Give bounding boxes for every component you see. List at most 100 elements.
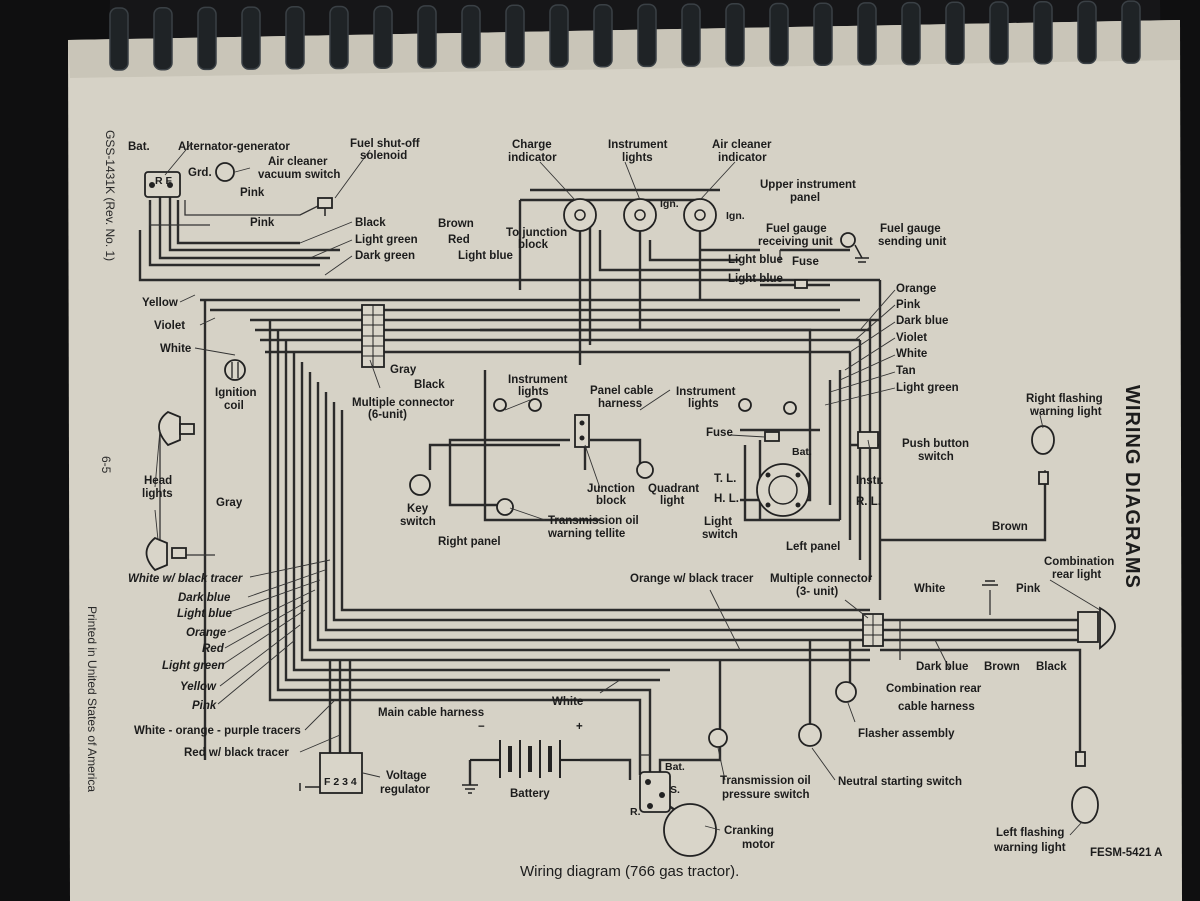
label-dark-green-top: Dark green [355,250,415,262]
label-panel-cable-1: Panel cable [590,385,653,397]
leader-lines [154,144,1101,836]
instrument-light-gauge [623,198,657,232]
label-minus: − [478,721,485,733]
label-tan-r: Tan [896,365,916,377]
transmission-oil-tellite-symbol [496,498,514,516]
label-cranking-1: Cranking [724,825,774,837]
label-s-bottom: S. [670,784,680,796]
label-bat-bottom: Bat. [665,761,685,773]
label-left-panel: Left panel [786,541,840,553]
components [144,162,1116,857]
binding-ring [505,4,525,69]
label-light-switch-1: Light [704,516,732,528]
label-ignition-coil-1: Ignition [215,387,257,399]
caption: Wiring diagram (766 gas tractor). [520,863,739,880]
label-fuse-mid: Fuse [706,427,733,439]
air-cleaner-indicator-gauge [683,198,717,232]
labels: Bat. Alternator-generator R F Grd. Air c… [128,138,1162,859]
binding-ring [637,3,657,68]
label-combo-rear-1: Combination [1044,556,1114,568]
light-switch-symbol [756,463,810,517]
label-tl: T. L. [714,473,736,485]
instrument-lights-middle-symbol [493,398,542,412]
label-junction-block-1: Junction [587,483,635,495]
label-key-switch-1: Key [407,503,429,515]
label-yellow-l: Yellow [180,681,217,693]
figure-code: FESM-5421 A [1090,847,1162,859]
binding-ring [989,1,1009,65]
label-flasher: Flasher assembly [858,728,955,740]
label-right-flash-2: warning light [1029,406,1102,418]
binding-ring [109,7,129,71]
fuel-gauge-sending-unit-symbol [840,232,863,259]
fuse-mid-symbol [764,431,780,442]
binding-ring [153,6,173,71]
label-grd: Grd. [188,167,212,179]
label-white-bottom: White [552,696,583,708]
flasher-assembly-symbol [835,681,857,703]
binding-ring [241,6,261,70]
label-instr: Instr. [856,475,883,487]
binding-ring [285,6,305,70]
junction-block-symbol [574,414,590,448]
binding-ring [1033,0,1053,65]
label-push-button-1: Push button [902,438,969,450]
label-ign-1: Ign. [660,198,679,210]
label-fuel-gauge-recv-2: receiving unit [758,236,833,248]
label-charge-2: indicator [508,152,557,164]
label-multi6-2: (6-unit) [368,409,407,421]
battery-symbol [470,740,580,778]
label-neutral-switch: Neutral starting switch [838,776,962,788]
label-upper-panel-2: panel [790,192,820,204]
label-trans-pressure-2: pressure switch [722,789,810,801]
binding-ring [945,1,965,66]
label-rf: R F [155,175,173,187]
label-quadrant-1: Quadrant [648,483,699,495]
transmission-pressure-switch-symbol [708,728,728,748]
binding-ring [769,2,789,67]
binding-ring [417,5,437,69]
binding-ring [593,3,613,68]
fuse-top-symbol [794,279,808,289]
label-black-mid: Black [414,379,445,391]
left-flashing-light-symbol [1071,751,1099,824]
ignition-coil-symbol [224,359,246,381]
instrument-lights-right-symbol [738,398,797,415]
label-right-panel: Right panel [438,536,501,548]
head-light-upper-symbol [158,410,195,447]
charge-indicator-gauge [563,198,597,232]
label-key-switch-2: switch [400,516,436,528]
label-pink-rear: Pink [1016,583,1041,595]
quadrant-light-symbol [636,461,654,479]
label-instrument-lights-2: lights [622,152,653,164]
label-instrument-lights-1: Instrument [608,139,668,151]
neutral-starting-switch-symbol [798,723,822,747]
label-white-tracer: White w/ black tracer [128,573,243,585]
binding-ring [461,4,481,69]
label-hl: H. L. [714,493,739,505]
label-light-green-r: Light green [896,382,959,394]
label-orange-r: Orange [896,283,936,295]
label-brown-top: Brown [438,218,474,230]
label-battery: Battery [510,788,550,800]
label-fuel-gauge-send-1: Fuel gauge [880,223,941,235]
label-r-bottom: R. [630,806,641,818]
label-white-left: White [160,343,191,355]
label-junction-block-2: block [596,495,627,507]
binding-ring [725,3,745,67]
binding-ring [1121,0,1141,64]
alternator-generator-symbol [144,171,181,198]
air-cleaner-vacuum-switch-symbol [215,162,235,182]
label-charge-1: Charge [512,139,552,151]
label-black-top: Black [355,217,386,229]
label-gray-mid: Gray [390,364,417,376]
label-right-flash-1: Right flashing [1026,393,1103,405]
label-light-switch-2: switch [702,529,738,541]
binding-ring [901,1,921,66]
label-orange-black-tracer: Orange w/ black tracer [630,573,754,585]
label-red-l: Red [202,643,225,655]
label-fuel-gauge-recv-1: Fuel gauge [766,223,827,235]
label-light-green-top: Light green [355,234,418,246]
label-upper-panel-1: Upper instrument [760,179,856,191]
